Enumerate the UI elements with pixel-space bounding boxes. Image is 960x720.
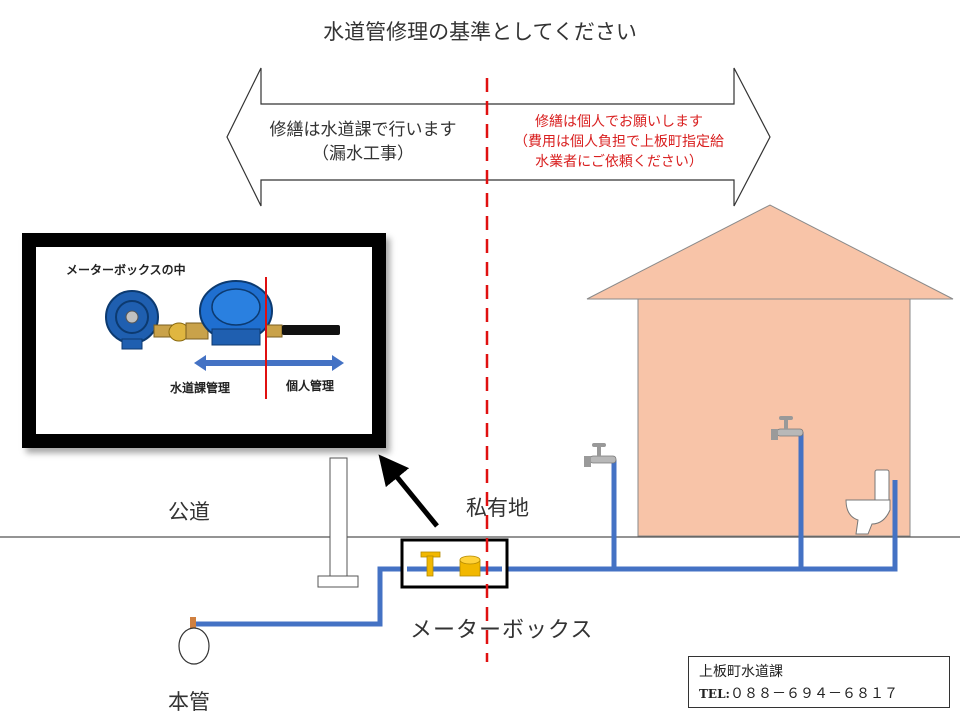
fence-post-base (317, 575, 359, 588)
left-zone-line1: 修繕は水道課で行います (269, 120, 457, 140)
left-zone-label: 修繕は水道課で行います （漏水工事） (232, 118, 494, 166)
valve-icon (420, 551, 441, 577)
contact-box: 上板町水道課 TEL:０８８－６９４－６８１７ (688, 656, 950, 708)
pipe-main-run (193, 480, 898, 627)
inset-left-label: 水道課管理 (170, 381, 231, 395)
contact-department: 上板町水道課 (699, 664, 783, 680)
main-pipe-label: 本管 (168, 690, 210, 714)
house-roof (586, 204, 954, 300)
right-zone-line3: 水業者にご依頼ください） (535, 154, 703, 170)
gate-valve-icon (105, 290, 159, 350)
callout-arrow (378, 454, 439, 528)
water-meter-photo (199, 280, 273, 346)
right-zone-line2: （費用は個人負担で上板町指定給 (514, 134, 724, 150)
faucet-2 (771, 416, 804, 440)
main-pipe-circle (178, 627, 210, 665)
meter-box-frame (400, 538, 509, 589)
water-meter-icon (459, 555, 481, 577)
inset-right-label: 個人管理 (286, 379, 335, 393)
house-body (637, 298, 911, 537)
tel-number: ０８８－６９４－６８１７ (729, 686, 898, 702)
meter-box-inset: メーターボックスの中 (22, 233, 386, 448)
fence-post (329, 457, 348, 577)
meter-box-label: メーターボックス (410, 618, 594, 643)
tel-label: TEL: (699, 687, 730, 701)
main-connector (190, 617, 196, 629)
left-zone-line2: （漏水工事） (312, 144, 414, 164)
public-road-label: 公道 (168, 500, 210, 524)
management-arrow (194, 355, 344, 371)
toilet-icon (845, 469, 891, 535)
faucet-1 (584, 443, 617, 467)
inset-title: メーターボックスの中 (66, 263, 186, 277)
responsibility-arrow-outline (226, 67, 771, 207)
right-zone-label: 修繕は個人でお願いします （費用は個人負担で上板町指定給 水業者にご依頼ください… (494, 112, 744, 172)
private-land-label: 私有地 (466, 496, 529, 520)
water-pipes (193, 432, 898, 627)
inset-photo (105, 277, 344, 399)
contact-telephone: TEL:０８８－６９４－６８１７ (699, 683, 898, 703)
right-zone-line1: 修繕は個人でお願いします (535, 114, 703, 130)
page-title: 水道管修理の基準としてください (323, 20, 637, 44)
black-pipe (282, 325, 340, 335)
